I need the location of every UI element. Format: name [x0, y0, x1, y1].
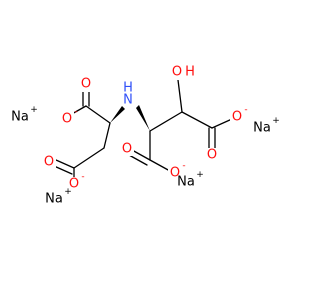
- bond-c7-o-double-a: [131, 149, 151, 161]
- sodium-2: Na: [253, 121, 271, 136]
- sodium-3: Na: [177, 175, 195, 190]
- charge-o-right-minus: -: [244, 105, 247, 115]
- atom-o-bottom-minus: O: [69, 177, 79, 192]
- bond-ch2-c3: [73, 147, 105, 169]
- counterions: Na + Na + Na + Na +: [11, 105, 280, 207]
- charge-o-bottom-minus: -: [81, 172, 84, 182]
- sodium-1: Na: [11, 110, 29, 125]
- bond-c4-c5: [149, 111, 183, 132]
- sodium-4-charge: +: [64, 187, 72, 197]
- bond-c3-o-double-a: [55, 159, 75, 169]
- atom-nitrogen: N: [123, 93, 133, 108]
- wedge-c2-n: [110, 106, 125, 123]
- bond-c5-c6: [181, 111, 213, 129]
- atom-o-left-minus: O: [62, 112, 72, 127]
- atom-hydroxyl-o: O: [172, 65, 182, 80]
- atom-nitrogen-h: H: [123, 81, 133, 96]
- atom-o-top-left: O: [81, 77, 91, 92]
- sodium-1-charge: +: [30, 105, 38, 115]
- atom-o-bottom-lower: O: [44, 155, 54, 170]
- atom-o-mid-minus: O: [170, 166, 180, 181]
- bond-c3-o-double-b: [53, 165, 73, 175]
- structure-diagram: O O - N H O H O - O O O - O O -: [11, 64, 280, 207]
- bond-c5-oh: [177, 79, 183, 113]
- atom-o-mid-lower: O: [122, 142, 132, 157]
- atom-labels: O O - N H O H O - O O O - O O -: [42, 64, 248, 192]
- sodium-4: Na: [45, 192, 63, 207]
- bond-c6-ominus: [211, 118, 233, 129]
- atom-o-right-minus: O: [232, 110, 242, 125]
- bond-c7-o-double-b: [128, 154, 148, 166]
- bond-c1-c2: [85, 105, 111, 124]
- bond-c2-ch2: [103, 122, 111, 149]
- sodium-2-charge: +: [272, 116, 280, 126]
- bonds: [53, 79, 233, 178]
- bond-c7-ominus: [149, 159, 171, 172]
- charge-o-mid-minus: -: [182, 161, 185, 171]
- atom-o-right-lower: O: [207, 148, 217, 163]
- atom-hydroxyl-h: H: [185, 65, 195, 80]
- sodium-3-charge: +: [196, 170, 204, 180]
- charge-o-left-minus: -: [74, 107, 77, 117]
- wedge-n-c4: [136, 105, 150, 131]
